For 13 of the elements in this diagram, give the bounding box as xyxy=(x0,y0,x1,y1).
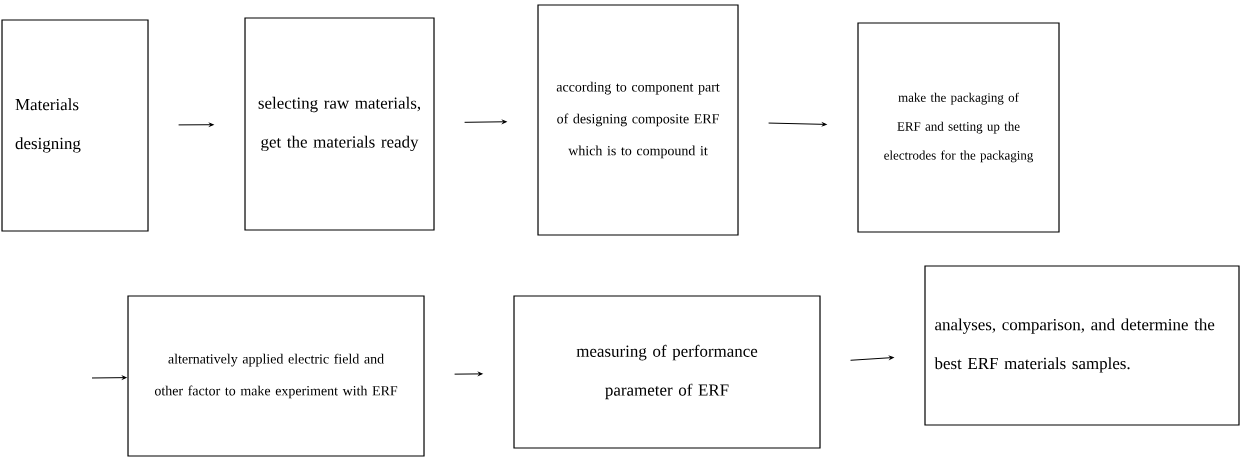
arrow xyxy=(178,122,214,127)
process-box: according to component part of designing composite ERF which is to compound it xyxy=(537,4,739,236)
process-box: selecting raw materials, get the materials ready xyxy=(244,17,435,231)
process-box: alternatively applied electric field and other factor to make experiment with ERF xyxy=(127,295,425,457)
arrow xyxy=(850,355,894,361)
process-box: Materials designing xyxy=(1,19,149,232)
process-box: make the packaging of ERF and setting up the electrodes for the packaging xyxy=(857,22,1060,233)
arrow xyxy=(768,122,827,127)
arrow xyxy=(454,372,483,376)
process-box: measuring of performance parameter of ERF xyxy=(513,295,821,449)
process-box: analyses, comparison, and determine the best ERF materials samples. xyxy=(924,265,1240,426)
arrow xyxy=(91,375,127,380)
arrow xyxy=(464,119,507,124)
